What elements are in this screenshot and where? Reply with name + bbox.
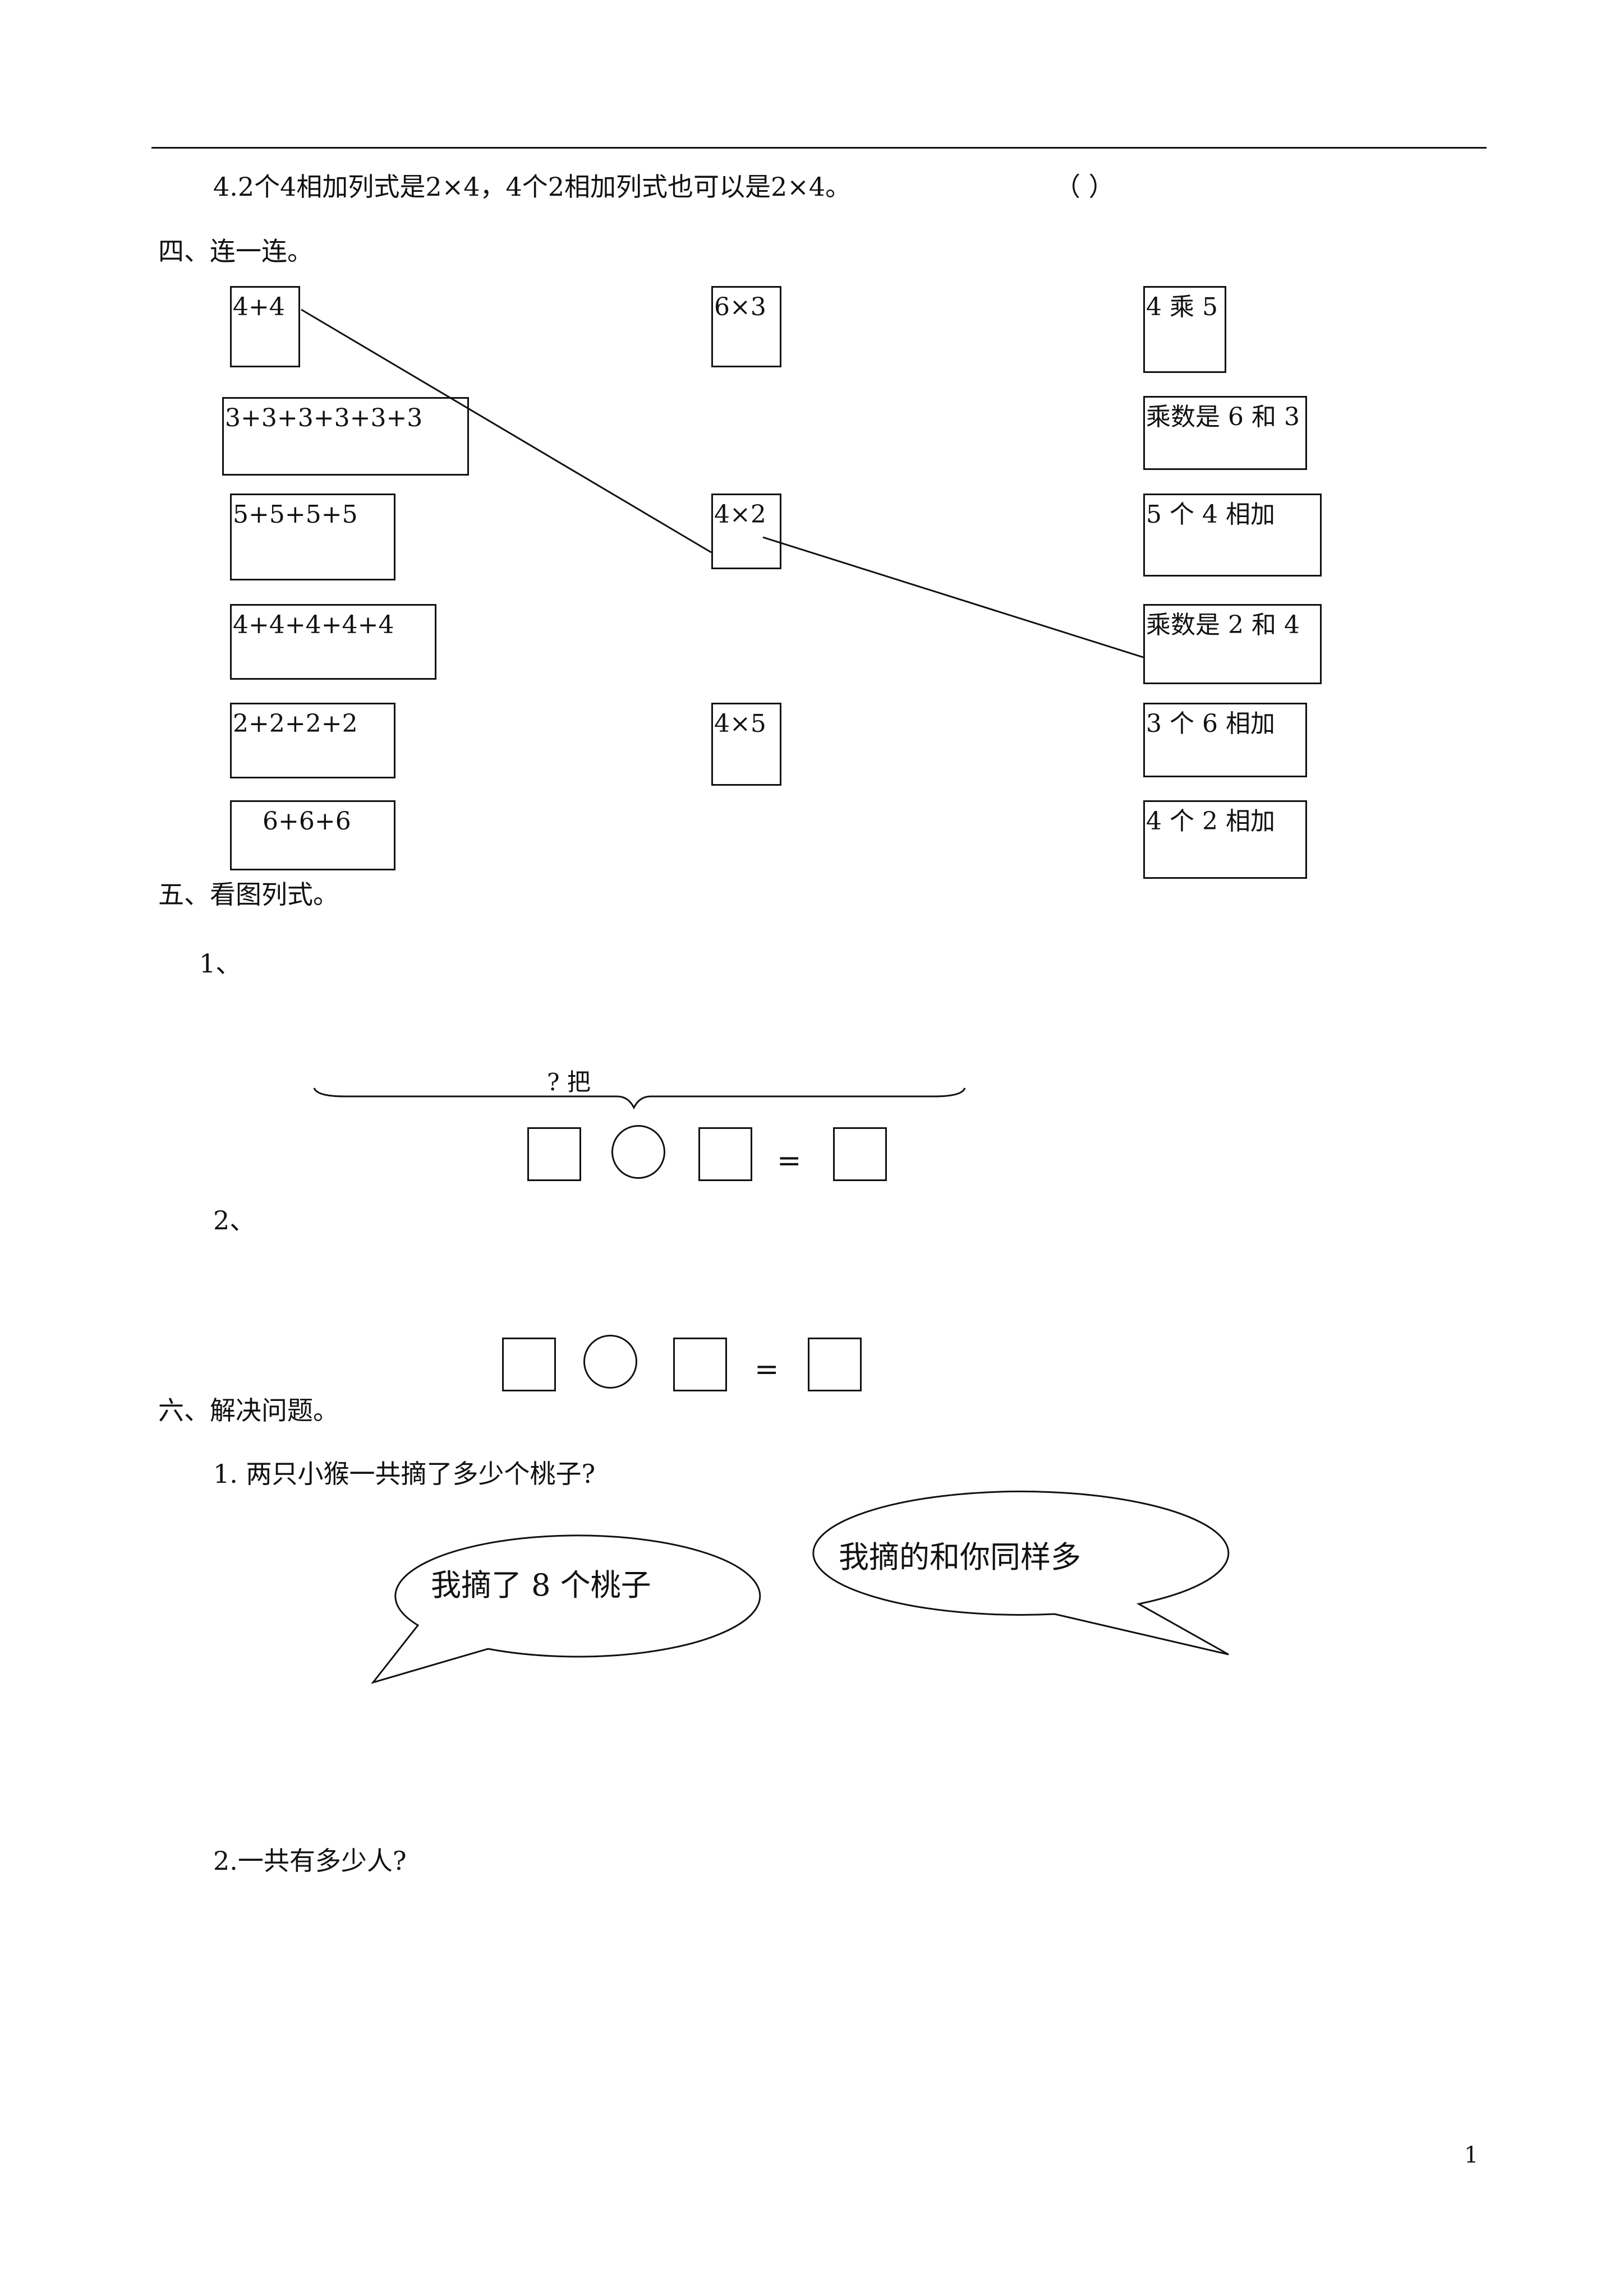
left-card-label: 6+6+6	[263, 807, 351, 836]
left-card-label: 5+5+5+5	[233, 500, 358, 529]
left-card-label: 3+3+3+3+3+3	[225, 404, 423, 432]
section-5-title: 五、看图列式。	[158, 879, 339, 910]
answer-box[interactable]	[808, 1338, 862, 1391]
left-card-3[interactable]: 5+5+5+5	[230, 494, 395, 580]
children-jumping-rope-illustration	[286, 1912, 802, 2182]
right-card-1[interactable]: 4 乘 5	[1143, 286, 1226, 373]
monkey-illustration	[1212, 1570, 1380, 1755]
monkey-with-peaches-illustration	[255, 1668, 446, 1820]
section-4-title: 四、连一连。	[158, 236, 313, 266]
question-2: 2.一共有多少人?	[213, 1846, 407, 1876]
equals-sign: =	[777, 1144, 802, 1178]
brace-question: ? 把	[547, 1068, 591, 1096]
right-card-5[interactable]: 3 个 6 相加	[1143, 703, 1307, 777]
middle-card-label: 4×2	[714, 500, 766, 529]
answer-box[interactable]	[527, 1127, 581, 1181]
right-card-label: 5 个 4 相加	[1146, 500, 1275, 529]
brace	[313, 1087, 966, 1110]
speech-bubble-left-text: 我摘了 8 个桃子	[431, 1567, 651, 1603]
page-number: 1	[1464, 2142, 1479, 2168]
middle-card-2[interactable]: 4×2	[711, 494, 781, 569]
left-card-label: 4+4+4+4+4	[233, 611, 394, 639]
item-2-label: 2、	[213, 1205, 256, 1235]
answer-box[interactable]	[698, 1127, 752, 1181]
equals-sign: =	[755, 1353, 779, 1386]
left-card-label: 2+2+2+2	[233, 709, 358, 738]
left-card-1[interactable]: 4+4	[230, 286, 300, 367]
left-card-4[interactable]: 4+4+4+4+4	[230, 604, 436, 680]
connection-line	[762, 536, 1144, 658]
answer-box[interactable]	[673, 1338, 727, 1391]
operator-circle[interactable]	[583, 1335, 637, 1389]
right-card-2[interactable]: 乘数是 6 和 3	[1143, 396, 1307, 470]
middle-card-label: 6×3	[714, 293, 766, 321]
right-card-label: 乘数是 6 和 3	[1146, 403, 1300, 431]
section-6-title: 六、解决问题。	[158, 1395, 339, 1426]
right-card-3[interactable]: 5 个 4 相加	[1143, 494, 1322, 577]
answer-box[interactable]	[833, 1127, 887, 1181]
middle-card-3[interactable]: 4×5	[711, 703, 781, 786]
answer-box[interactable]	[502, 1338, 556, 1391]
operator-circle[interactable]	[611, 1125, 665, 1179]
connection-line	[301, 308, 712, 554]
left-card-5[interactable]: 2+2+2+2	[230, 703, 395, 778]
right-card-6[interactable]: 4 个 2 相加	[1143, 800, 1307, 879]
right-card-label: 乘数是 2 和 4	[1146, 611, 1300, 639]
middle-card-1[interactable]: 6×3	[711, 286, 781, 367]
header-rule	[151, 147, 1487, 149]
left-card-6[interactable]: 6+6+6	[230, 800, 395, 870]
answer-parentheses[interactable]: （ ）	[1055, 172, 1115, 202]
right-card-4[interactable]: 乘数是 2 和 4	[1143, 604, 1322, 684]
right-card-label: 4 个 2 相加	[1146, 807, 1275, 836]
speech-bubble-right-text: 我摘的和你同样多	[839, 1539, 1081, 1575]
question-1: 1. 两只小猴一共摘了多少个桃子?	[213, 1459, 596, 1489]
middle-card-label: 4×5	[714, 709, 766, 738]
left-card-2[interactable]: 3+3+3+3+3+3	[222, 397, 469, 476]
left-card-label: 4+4	[233, 293, 285, 321]
q4-statement: 4.2个4相加列式是2×4，4个2相加列式也可以是2×4。	[213, 172, 852, 202]
right-card-label: 4 乘 5	[1146, 293, 1218, 321]
item-1-label: 1、	[199, 948, 242, 979]
right-card-label: 3 个 6 相加	[1146, 709, 1275, 738]
